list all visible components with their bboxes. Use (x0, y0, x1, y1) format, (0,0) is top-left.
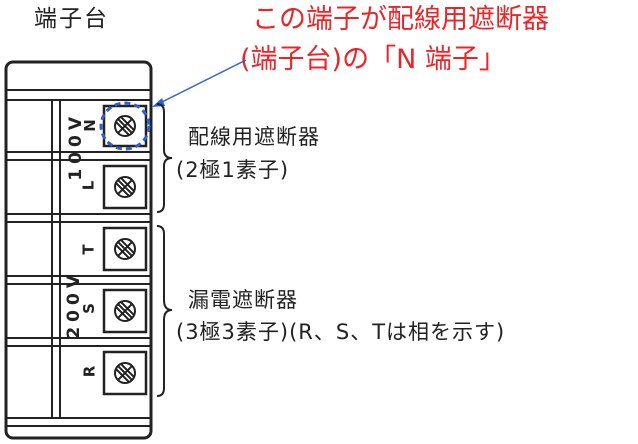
terminal-label-t: T (79, 244, 98, 255)
terminal-block-housing (4, 60, 153, 440)
terminal-label-s: S (79, 303, 98, 314)
screw-icon-s (114, 300, 136, 322)
row-separators (6, 151, 151, 347)
earth-leakage-breaker-name: 漏電遮断器 (188, 288, 298, 312)
earth-leakage-brace (156, 225, 173, 397)
callout-line-1: この端子が配線用遮断器 (252, 4, 549, 35)
wiring-breaker-note: (2極1素子) (176, 158, 290, 182)
callout-line-2: (端子台)の「N 端子」 (240, 44, 506, 75)
screw-icon-t (114, 238, 136, 260)
callout-arrow-line (157, 59, 247, 105)
screw-icon-l (114, 176, 136, 198)
earth-leakage-breaker-note: (3極3素子)(R、S、Tは相を示す) (176, 320, 506, 344)
terminal-label-r: R (80, 365, 99, 378)
screw-icon-r (114, 362, 136, 384)
wiring-breaker-name: 配線用遮断器 (188, 125, 320, 149)
terminal-label-n: N (80, 119, 99, 132)
wiring-breaker-brace (156, 103, 173, 213)
screw-icons (114, 115, 136, 384)
screw-icon-n (114, 115, 136, 137)
terminal-block-title: 端子台 (34, 6, 109, 32)
terminal-label-l: L (79, 180, 98, 191)
n-terminal-highlight (99, 101, 151, 151)
